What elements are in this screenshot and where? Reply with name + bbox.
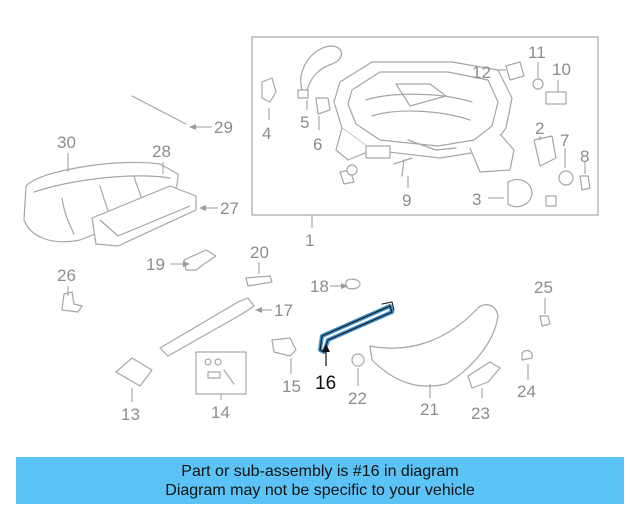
long-cover [159,297,255,357]
lever [467,361,501,389]
callout-7: 7 [560,131,569,150]
cap-24 [521,349,533,361]
highlighted-part-16 [318,301,395,354]
callout-labels: 1 2 3 4 5 6 7 8 9 10 11 12 13 14 15 16 1… [57,43,589,424]
callout-27: 27 [220,199,239,218]
cap-22 [351,353,365,367]
bracket-15 [271,337,297,357]
seat-frame-box [251,36,599,228]
frame-hardware [261,45,591,208]
callout-15: 15 [282,377,301,396]
callout-30: 30 [57,133,76,152]
cap-25 [539,315,551,327]
callout-9: 9 [402,191,411,210]
callout-2: 2 [535,119,544,138]
seat-rail [369,304,499,387]
part-13 [115,357,153,387]
rod [131,95,187,125]
bracket [183,249,217,271]
seat-frame [333,61,515,173]
callout-18: 18 [310,277,329,296]
callout-5: 5 [300,113,309,132]
callout-17: 17 [274,301,293,320]
callout-11: 11 [528,43,546,62]
clip [61,291,83,313]
callout-12: 12 [472,63,491,82]
banner-line-1: Part or sub-assembly is #16 in diagram [181,463,459,480]
callout-20: 20 [250,243,269,262]
info-banner: Part or sub-assembly is #16 in diagram D… [16,457,624,504]
callout-16: 16 [315,373,336,394]
callout-3: 3 [472,190,481,209]
callout-28: 28 [152,142,171,161]
callout-25: 25 [534,278,553,297]
callout-29: 29 [214,118,233,137]
leader-lines [67,62,586,402]
callout-10: 10 [552,60,571,79]
fastener-kit [195,351,247,395]
seat-cushion-pad [91,185,197,247]
callout-21: 21 [420,400,439,419]
callout-22: 22 [348,389,367,408]
banner-line-2: Diagram may not be specific to your vehi… [165,482,475,499]
callout-6: 6 [313,135,322,154]
callout-13: 13 [121,405,140,424]
callout-1: 1 [305,231,314,250]
callout-23: 23 [471,404,490,423]
parts-diagram: 1 2 3 4 5 6 7 8 9 10 11 12 13 14 15 16 1… [23,36,599,424]
callout-19: 19 [146,255,165,274]
callout-26: 26 [57,266,76,285]
callout-24: 24 [517,382,536,401]
cap [345,278,361,290]
callout-8: 8 [580,147,589,166]
callout-14: 14 [211,403,230,422]
small-part [245,275,273,287]
callout-4: 4 [262,124,271,143]
